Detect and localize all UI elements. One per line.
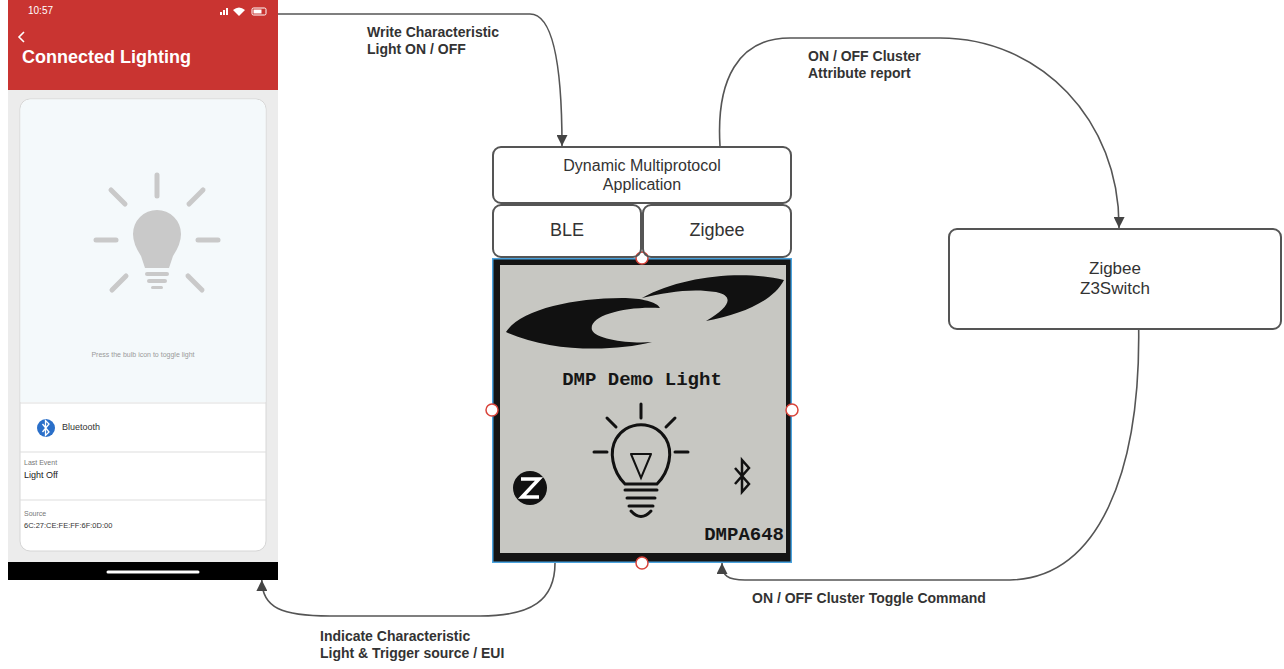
field-label: Source [24,510,174,518]
protocol-box: BLE [492,204,642,258]
lcd-display: DMP Demo LightDMPA648 [492,258,792,563]
box-label: Dynamic Multiprotocol Application [542,156,742,194]
bluetooth-icon [37,419,55,437]
text-holder: Bluetooth [62,422,212,433]
status-icons [220,8,266,17]
hint-text: Press the bulb icon to toggle light [20,351,266,359]
message-label: Indicate Characteristic Light & Trigger … [320,628,507,662]
field-label: Last Event [24,459,174,467]
field-value: Light Off [24,470,174,481]
home-indicator [108,571,198,574]
device-box: Zigbee Z3Switch [948,228,1282,330]
selection-border [493,259,792,563]
flow-arrow [722,330,1139,580]
flow-arrow [262,563,555,616]
box-label: BLE [550,220,584,242]
zigbee-icon [513,471,547,505]
flow-arrow [720,38,1119,228]
divider [20,403,266,404]
label-holder: Write Characteristic Light ON / OFF [367,24,517,58]
status-time: 10:57 [28,5,88,17]
box-label: Zigbee [689,220,744,242]
divider [20,500,266,501]
text-holder: Source [24,510,174,518]
field-value: 6C:27:CE:FE:FF:6F:0D:00 [24,521,224,530]
message-label: Write Characteristic Light ON / OFF [367,24,517,58]
text-holder: DMP Demo Light [492,369,792,392]
nav-bar [8,562,278,580]
selection-handles [486,252,798,569]
phone-screenshot [8,0,278,580]
text-holder: Press the bulb icon to toggle light [20,351,266,359]
lcd-screenshot [492,258,792,563]
text-holder: Connected Lighting [22,47,262,69]
box-label: Zigbee Z3Switch [1065,259,1165,300]
lcd-screen [500,265,786,553]
divider [20,452,266,453]
info-card [20,99,266,551]
text-holder: Light Off [24,470,174,481]
back-chevron [19,32,24,42]
app-header [8,0,278,90]
message-label: ON / OFF Cluster Attribute report [808,48,948,82]
label-holder: Indicate Characteristic Light & Trigger … [320,628,507,662]
flow-arrow [278,14,562,146]
text-holder: 6C:27:CE:FE:FF:6F:0D:00 [24,521,224,530]
text-holder: Last Event [24,459,174,467]
text-holder: 10:57 [28,5,88,17]
lcd-bulb [594,404,688,517]
phone-background [8,0,278,580]
protocol-name: Bluetooth [62,422,212,433]
app-title: Connected Lighting [22,47,262,69]
bulb-icon [96,175,218,290]
text-holder: DMPA648 [632,524,784,547]
message-label: ON / OFF Cluster Toggle Command [752,590,986,607]
label-holder: ON / OFF Cluster Toggle Command [752,590,986,607]
logo-swoosh [506,298,660,349]
lcd-text: DMP Demo Light [492,369,792,392]
phone-screen: 10:57Connected LightingPress the bulb ic… [8,0,278,580]
protocol-box: Zigbee [642,204,792,258]
lcd-text: DMPA648 [632,524,784,547]
bluetooth-symbol [735,460,749,492]
lcd-frame [492,258,792,563]
application-box: Dynamic Multiprotocol Application [492,146,792,204]
logo-swoosh [642,275,784,321]
bulb-panel [21,100,266,403]
label-holder: ON / OFF Cluster Attribute report [808,48,948,82]
